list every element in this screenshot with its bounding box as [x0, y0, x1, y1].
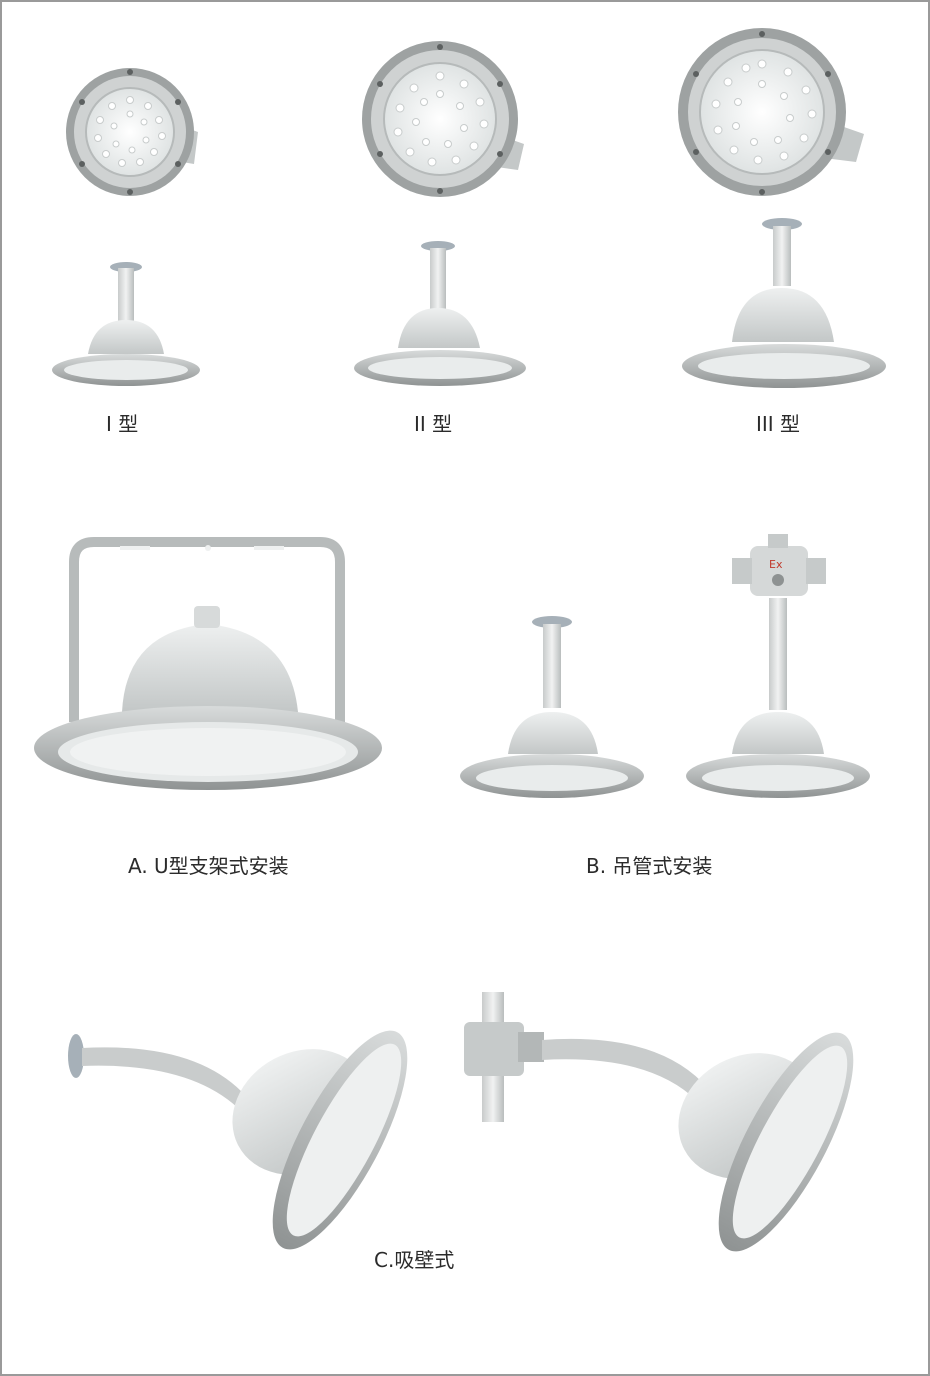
- pendant-type-2: [354, 241, 526, 386]
- pendant-type-1: [52, 262, 200, 386]
- u-bracket-install-label: A. U型支架式安装: [128, 854, 289, 878]
- pendant-pipe-lamp-1: [460, 616, 644, 798]
- wall-mount-label: C.吸壁式: [374, 1248, 455, 1272]
- type-1-label: I 型: [106, 412, 139, 436]
- type-2-label: II 型: [414, 412, 453, 436]
- ex-mark: Ex: [769, 558, 783, 571]
- wall-mount-lamp-2: [464, 992, 854, 1252]
- lamp-face-type-1: [66, 68, 198, 196]
- wall-mount-lamp-1: [68, 1030, 408, 1250]
- lamp-face-type-2: [362, 41, 524, 197]
- u-bracket-lamp: [34, 537, 382, 790]
- lamp-face-type-3: [678, 28, 864, 196]
- pendant-type-3: [682, 218, 886, 388]
- pendant-pipe-lamp-2: Ex: [686, 534, 870, 798]
- type-3-label: III 型: [756, 412, 801, 436]
- pendant-pipe-install-label: B. 吊管式安装: [586, 854, 713, 878]
